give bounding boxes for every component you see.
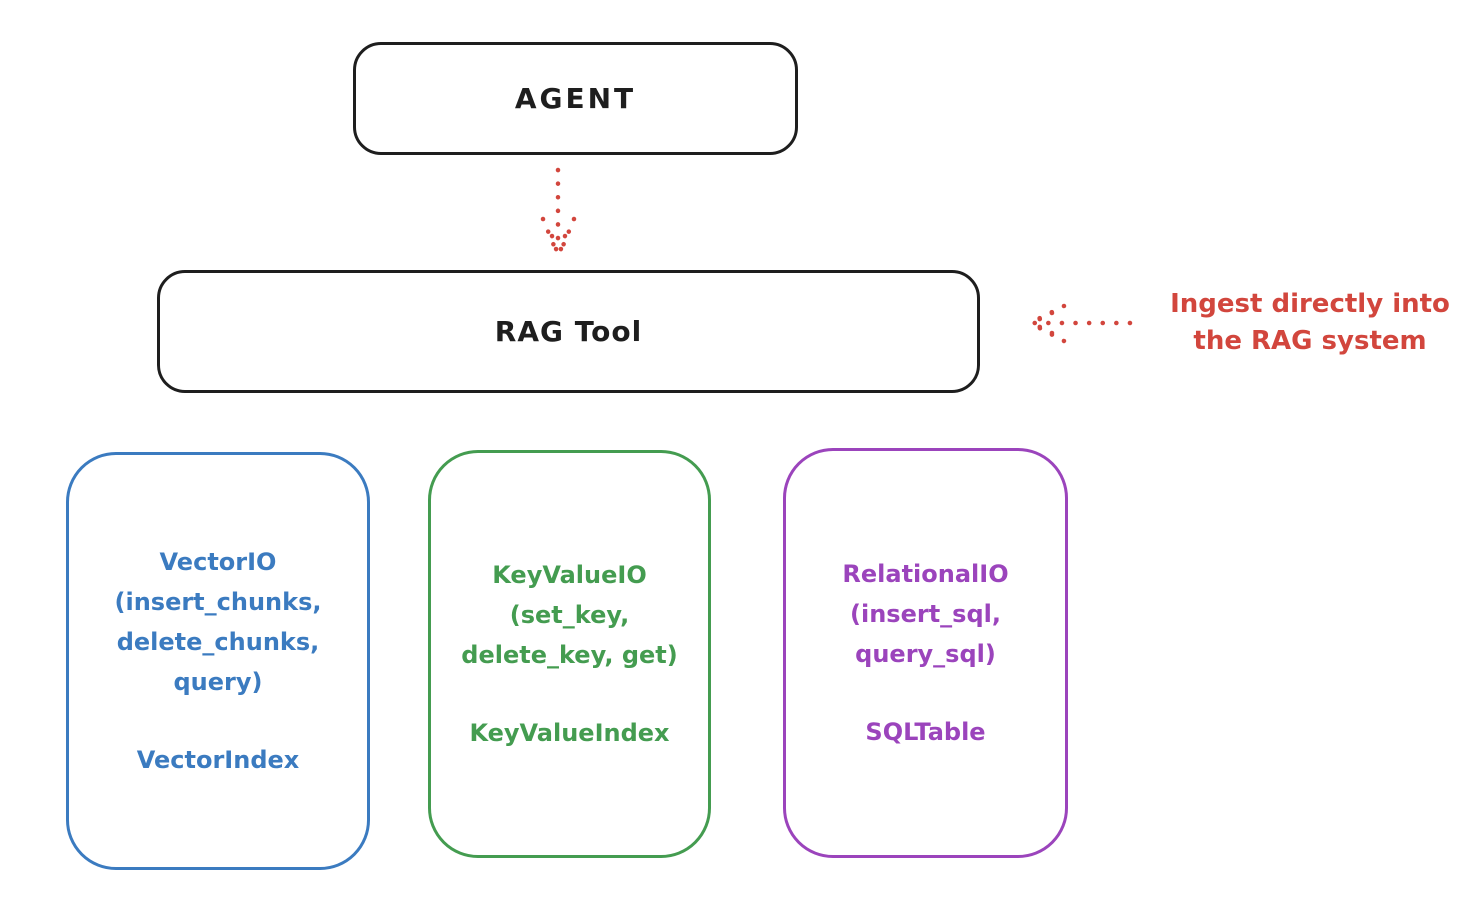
relational-io-node[interactable]: RelationalIO (insert_sql, query_sql) SQL… xyxy=(783,448,1068,858)
vector-io-line-1: VectorIO xyxy=(159,548,277,576)
key-value-io-line-1: KeyValueIO xyxy=(492,561,647,589)
agent-to-ragtool-arrow xyxy=(540,167,577,256)
relational-io-line-1: RelationalIO xyxy=(842,560,1009,588)
relational-io-line-3: query_sql) xyxy=(855,640,996,668)
ingest-annotation: Ingest directly into the RAG system xyxy=(1138,286,1482,360)
ingest-annotation-arrow xyxy=(1027,303,1133,344)
key-value-io-node[interactable]: KeyValueIO (set_key, delete_key, get) Ke… xyxy=(428,450,711,858)
key-value-index-label: KeyValueIndex xyxy=(469,719,670,747)
vector-io-line-2: (insert_chunks, xyxy=(114,588,322,616)
vector-index-label: VectorIndex xyxy=(136,746,300,774)
ingest-annotation-line-2: the RAG system xyxy=(1193,326,1427,356)
rag-tool-label: RAG Tool xyxy=(494,315,643,348)
relational-io-text: RelationalIO (insert_sql, query_sql) SQL… xyxy=(842,554,1008,752)
rag-tool-node[interactable]: RAG Tool xyxy=(157,270,980,393)
relational-io-line-2: (insert_sql, xyxy=(850,600,1001,628)
vector-io-node[interactable]: VectorIO (insert_chunks, delete_chunks, … xyxy=(66,452,370,870)
vector-io-text: VectorIO (insert_chunks, delete_chunks, … xyxy=(115,542,322,780)
ingest-annotation-line-1: Ingest directly into xyxy=(1170,289,1450,319)
vector-io-line-3: delete_chunks, xyxy=(116,628,320,656)
key-value-io-line-3: delete_key, get) xyxy=(461,641,678,669)
agent-node[interactable]: AGENT xyxy=(353,42,798,155)
key-value-io-line-2: (set_key, xyxy=(509,601,630,629)
key-value-io-text: KeyValueIO (set_key, delete_key, get) Ke… xyxy=(461,555,677,753)
agent-label: AGENT xyxy=(514,82,637,115)
vector-io-line-4: query) xyxy=(173,668,263,696)
sql-table-label: SQLTable xyxy=(865,718,986,746)
